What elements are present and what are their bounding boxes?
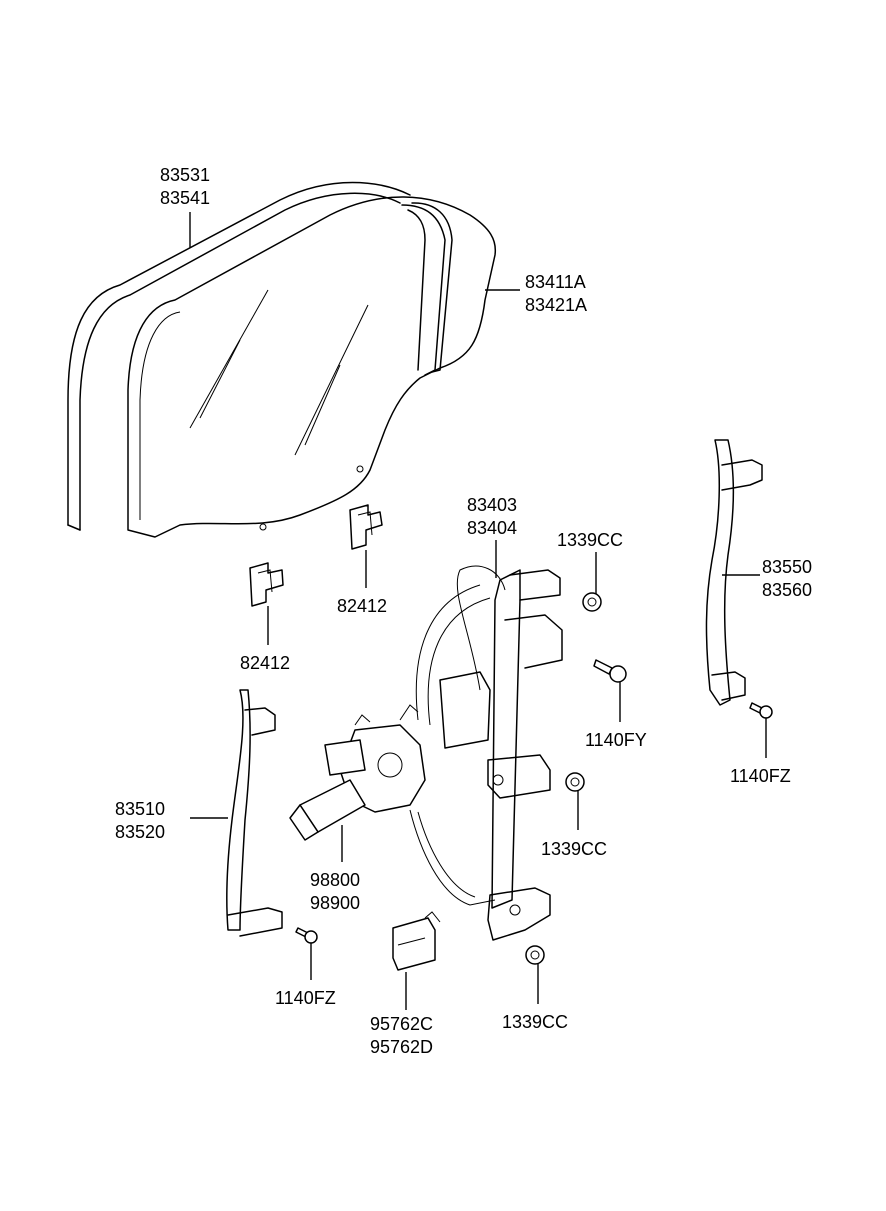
nut-upper-1339cc (582, 592, 602, 612)
control-module (392, 911, 441, 971)
nut-middle-1339cc (565, 772, 585, 792)
clip-left (249, 562, 284, 607)
door-glass (127, 196, 497, 538)
bolt-1140fz-right (749, 702, 773, 719)
label-motor-alt: 98900 (310, 893, 360, 913)
label-nut-middle: 1339CC (541, 839, 607, 859)
bolt-1140fz-left (295, 927, 318, 944)
leader-lines (189, 212, 767, 1010)
window-regulator (409, 565, 563, 941)
window-motor (289, 704, 426, 841)
label-regulator-alt: 83404 (467, 518, 517, 538)
clip-right (349, 504, 383, 550)
label-door-glass: 83411A (525, 272, 586, 292)
bolt-1140fy (593, 659, 627, 683)
label-run-rear: 83550 (762, 557, 812, 577)
label-module: 95762C (370, 1014, 433, 1034)
front-channel (226, 689, 283, 937)
label-motor: 98800 (310, 870, 360, 890)
label-module-alt: 95762D (370, 1037, 433, 1057)
label-clip-right: 82412 (337, 596, 387, 616)
label-clip-left: 82412 (240, 653, 290, 673)
label-door-glass-alt: 83421A (525, 295, 587, 315)
label-run-front-alt: 83541 (160, 188, 210, 208)
label-nut-upper: 1339CC (557, 530, 623, 550)
label-bolt-fz-left: 1140FZ (275, 988, 336, 1008)
label-nut-lower: 1339CC (502, 1012, 568, 1032)
label-bolt-fz-right: 1140FZ (730, 766, 791, 786)
callout-labels: 83531 83541 83411A 83421A 83403 83404 13… (115, 165, 812, 1057)
rear-channel (705, 439, 763, 706)
label-regulator: 83403 (467, 495, 517, 515)
label-channel-front-alt: 83520 (115, 822, 165, 842)
label-bolt-fy: 1140FY (585, 730, 647, 750)
nut-lower-1339cc (525, 945, 545, 965)
label-channel-front: 83510 (115, 799, 165, 819)
front-glass-run (67, 181, 411, 531)
label-run-rear-alt: 83560 (762, 580, 812, 600)
label-run-front: 83531 (160, 165, 210, 185)
